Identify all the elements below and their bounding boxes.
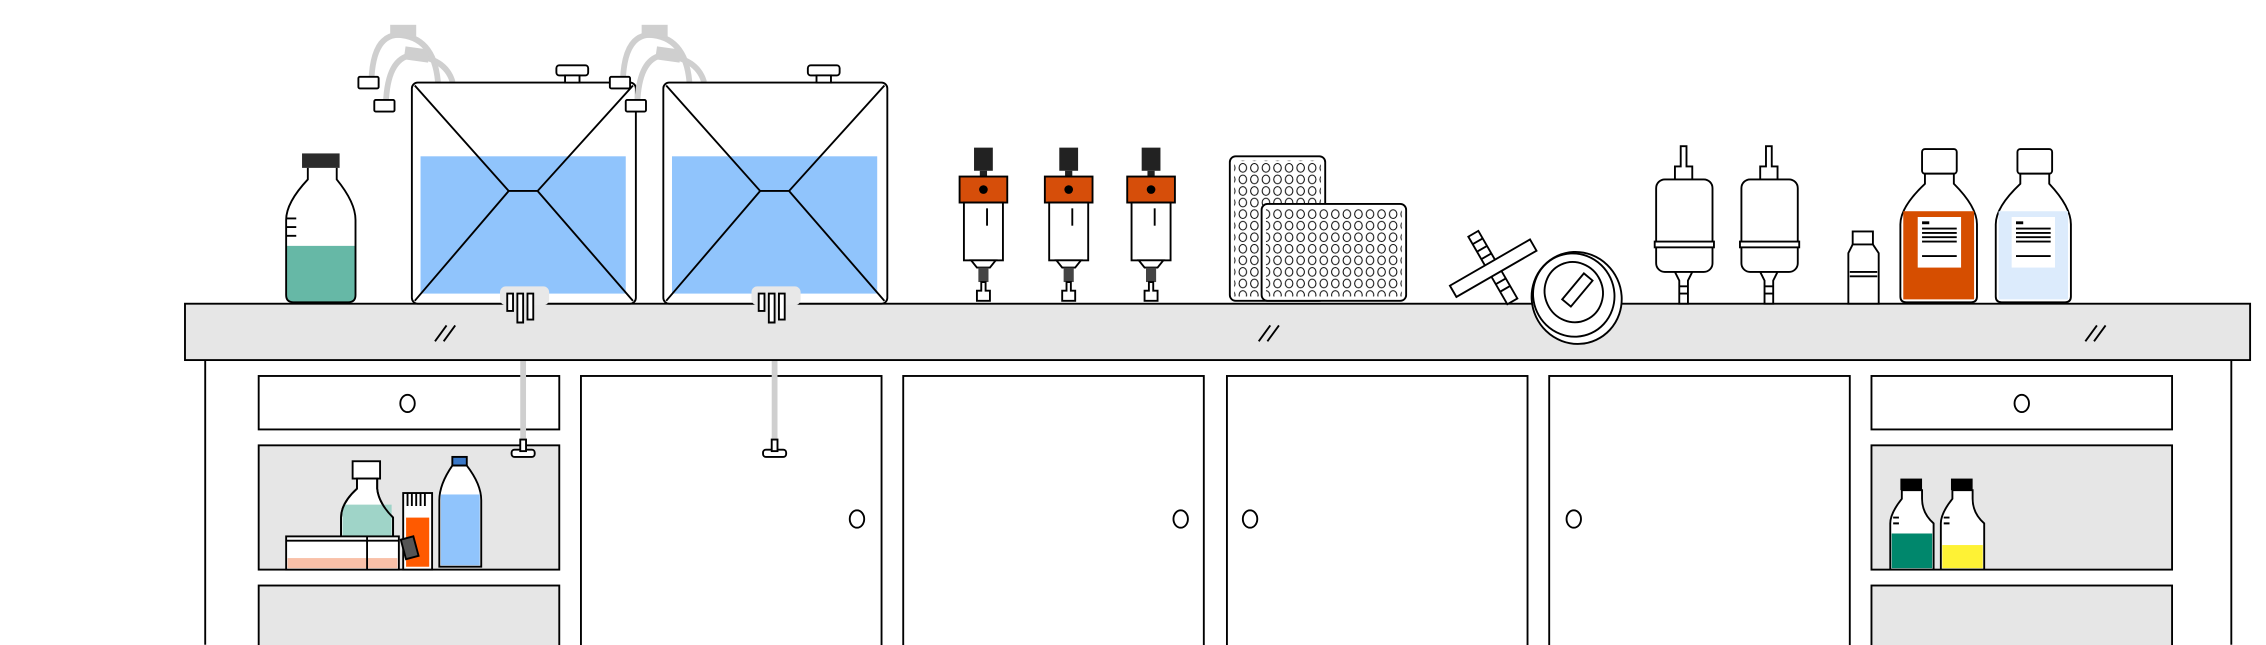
cabinet-door[interactable] bbox=[902, 375, 1205, 645]
counter-top bbox=[184, 302, 2252, 362]
reagent-bottle-blue bbox=[1994, 148, 2072, 304]
shelf-right-lower bbox=[1870, 584, 2174, 645]
syringe-filter bbox=[1448, 229, 1538, 306]
shelf-left-items bbox=[285, 455, 483, 571]
water-carboy bbox=[357, 24, 637, 324]
disc-filter bbox=[1530, 251, 1623, 345]
cabinet-door[interactable] bbox=[580, 375, 883, 645]
reagent-bottle-orange bbox=[1899, 148, 1978, 304]
water-carboy bbox=[608, 24, 889, 324]
filter-housings bbox=[958, 147, 1176, 302]
drawer-right[interactable] bbox=[1870, 375, 2174, 431]
media-bottle bbox=[285, 153, 357, 304]
cabinet-door[interactable] bbox=[1225, 375, 1529, 645]
drawer-knob-icon bbox=[399, 393, 416, 414]
shelf-right-items bbox=[1889, 478, 1986, 571]
well-plates bbox=[1228, 155, 1408, 302]
drawer-left[interactable] bbox=[257, 375, 561, 431]
cabinet bbox=[204, 360, 2233, 645]
small-vial bbox=[1847, 230, 1880, 305]
shelf-left-lower bbox=[257, 584, 561, 645]
cabinet-door[interactable] bbox=[1548, 375, 1851, 645]
capsule-filters bbox=[1653, 145, 1801, 305]
